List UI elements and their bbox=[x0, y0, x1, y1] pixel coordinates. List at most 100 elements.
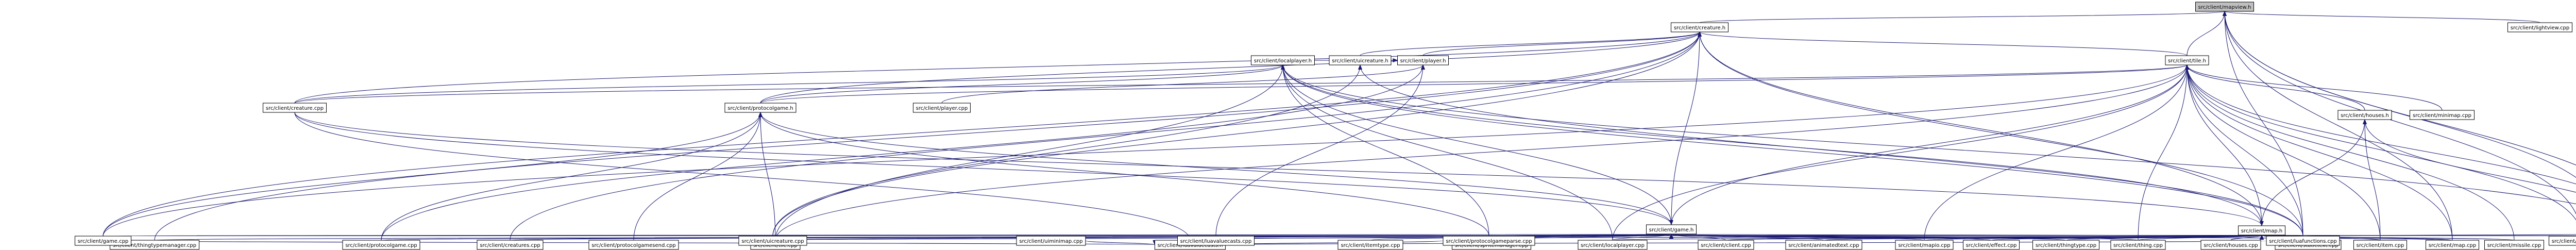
edge-tile-h-to-localplayer-cpp bbox=[1612, 64, 2189, 241]
edge-creature-h-to-game-cpp bbox=[103, 31, 1702, 237]
edge-mapview-h-to-map-cpp bbox=[2223, 11, 2453, 241]
edge-map-h-to-creature-cpp bbox=[294, 112, 2264, 226]
node-label: src/client/luavaluecasts.cpp bbox=[1180, 239, 1252, 244]
edge-tile-h-to-game-cpp bbox=[103, 64, 2189, 237]
edge-localplayer-h-to-luafunctions-cpp bbox=[1281, 64, 2303, 237]
node-localplayer-h[interactable]: src/client/localplayer.h bbox=[1251, 55, 1315, 65]
edge-protocolgame-h-to-tile-cpp bbox=[758, 112, 776, 241]
edge-tile-h-to-thing-cpp bbox=[2138, 64, 2189, 241]
node-box bbox=[2410, 110, 2475, 120]
node-luavaluecasts-cpp[interactable]: src/client/luavaluecasts.cpp bbox=[1177, 236, 1255, 246]
node-label: src/client/houses.cpp bbox=[2204, 243, 2258, 248]
node-uicreature-cpp[interactable]: src/client/uicreature.cpp bbox=[738, 236, 807, 246]
edge-houses-h-to-map-h bbox=[2261, 119, 2367, 226]
node-minimap-cpp[interactable]: src/client/minimap.cpp bbox=[2410, 110, 2475, 120]
node-box bbox=[2195, 2, 2254, 12]
edge-creature-h-to-game-h bbox=[1671, 31, 1702, 225]
edge-creature-h-to-uicreature-cpp bbox=[772, 31, 1702, 237]
node-player-h[interactable]: src/client/player.h bbox=[1397, 55, 1449, 65]
node-box bbox=[2266, 236, 2340, 246]
node-luafunctions-cpp[interactable]: src/client/luafunctions.cpp bbox=[2266, 236, 2340, 246]
node-animatedtext-cpp[interactable]: src/client/animatedtext.cpp bbox=[1785, 240, 1862, 250]
node-box bbox=[2549, 236, 2576, 246]
node-itemtype-cpp[interactable]: src/client/itemtype.cpp bbox=[1337, 240, 1403, 250]
node-box bbox=[1016, 236, 1086, 246]
node-label: src/client/mapio.cpp bbox=[1898, 243, 1950, 248]
node-thing-cpp[interactable]: src/client/thing.cpp bbox=[2110, 240, 2166, 250]
node-creatures-cpp[interactable]: src/client/creatures.cpp bbox=[477, 240, 544, 250]
edge-tile-h-to-protocolgame-h bbox=[760, 64, 2189, 104]
node-label: src/client/player.cpp bbox=[916, 106, 968, 111]
node-item-cpp[interactable]: src/client/item.cpp bbox=[2353, 240, 2407, 250]
edge-creature-h-to-luafunctions-cpp bbox=[1698, 31, 2303, 237]
edge-creature-h-to-creatures-cpp bbox=[510, 31, 1702, 241]
node-creature-cpp[interactable]: src/client/creature.cpp bbox=[263, 103, 327, 113]
node-houses-cpp[interactable]: src/client/houses.cpp bbox=[2200, 240, 2261, 250]
node-box bbox=[342, 240, 420, 250]
node-box bbox=[1578, 240, 1648, 250]
edge-localplayer-h-to-tile-cpp bbox=[775, 64, 1285, 241]
edge-mapview-h-to-uimap-h bbox=[2223, 11, 2576, 178]
node-protocolgamesend-cpp[interactable]: src/client/protocolgamesend.cpp bbox=[588, 240, 679, 250]
node-box bbox=[1646, 224, 1697, 235]
edge-tile-h-to-mapio-cpp bbox=[1924, 64, 2189, 241]
node-lightview-cpp[interactable]: src/client/lightview.cpp bbox=[2507, 22, 2572, 32]
node-game-h[interactable]: src/client/game.h bbox=[1646, 224, 1697, 235]
node-thingtype-cpp[interactable]: src/client/thingtype.cpp bbox=[2032, 240, 2099, 250]
node-label: src/client/thingtypemanager.cpp bbox=[113, 243, 196, 248]
edge-uimap-h-to-luafunctions-cpp bbox=[2302, 234, 2576, 237]
node-tile-h[interactable]: src/client/tile.h bbox=[2165, 55, 2209, 65]
node-map-cpp[interactable]: src/client/map.cpp bbox=[2426, 240, 2479, 250]
node-box bbox=[2426, 240, 2479, 250]
edge-creature-h-to-creature-cpp bbox=[294, 31, 1702, 104]
node-mapview-h: src/client/mapview.h bbox=[2195, 2, 2254, 12]
edge-creature-h-to-map-h bbox=[1698, 31, 2262, 226]
edge-tile-h-to-houses-h bbox=[2185, 64, 2365, 111]
node-player-cpp[interactable]: src/client/player.cpp bbox=[913, 103, 971, 113]
node-box bbox=[1785, 240, 1862, 250]
edge-player-h-to-player-cpp bbox=[941, 64, 1425, 104]
edge-mapview-h-to-tile-h bbox=[2187, 11, 2227, 56]
edge-creature-h-to-uicreature-h bbox=[1360, 31, 1702, 56]
edge-tile-h-to-creature-cpp bbox=[294, 64, 2189, 104]
node-box bbox=[1698, 240, 1754, 250]
node-box bbox=[724, 103, 796, 113]
node-label: src/client/protocolgamesend.cpp bbox=[591, 243, 675, 248]
node-map-h[interactable]: src/client/map.h bbox=[2238, 225, 2285, 236]
node-label: src/client/creature.h bbox=[1674, 25, 1725, 31]
node-protocolgame-cpp[interactable]: src/client/protocolgame.cpp bbox=[342, 240, 420, 250]
node-protocolgame-h[interactable]: src/client/protocolgame.h bbox=[724, 103, 796, 113]
node-mapio-cpp[interactable]: src/client/mapio.cpp bbox=[1895, 240, 1954, 250]
edge-tile-h-to-luafunctions-cpp bbox=[2185, 64, 2303, 237]
node-box bbox=[1671, 22, 1728, 32]
node-mapview-cpp[interactable]: src/client/mapview.cpp bbox=[2549, 236, 2576, 246]
node-uicreature-h[interactable]: src/client/uicreature.h bbox=[1329, 55, 1392, 65]
node-missile-cpp[interactable]: src/client/missile.cpp bbox=[2484, 240, 2544, 250]
node-uiminimap-cpp[interactable]: src/client/uiminimap.cpp bbox=[1016, 236, 1086, 246]
node-box bbox=[2032, 240, 2099, 250]
node-label: src/client/minimap.cpp bbox=[2413, 113, 2471, 119]
node-label: src/client/lightview.cpp bbox=[2511, 25, 2569, 31]
node-label: src/client/itemtype.cpp bbox=[1341, 243, 1400, 248]
node-protocolgameparse-cpp[interactable]: src/client/protocolgameparse.cpp bbox=[1443, 236, 1535, 246]
node-game-cpp[interactable]: src/client/game.cpp bbox=[75, 236, 131, 246]
node-creature-h[interactable]: src/client/creature.h bbox=[1671, 22, 1728, 32]
node-label: src/client/uiminimap.cpp bbox=[1019, 239, 1082, 244]
node-houses-h[interactable]: src/client/houses.h bbox=[2337, 110, 2392, 120]
node-label: src/client/map.cpp bbox=[2429, 243, 2476, 248]
node-label: src/client/thingtype.cpp bbox=[2036, 243, 2096, 248]
node-box bbox=[1337, 240, 1403, 250]
edge-luavaluecasts-h-to-creature-cpp bbox=[294, 112, 1192, 241]
edge-creature-h-to-protocolgame-h bbox=[760, 31, 1702, 104]
node-box bbox=[588, 240, 679, 250]
node-label: src/client/game.h bbox=[1649, 227, 1694, 233]
node-localplayer-cpp[interactable]: src/client/localplayer.cpp bbox=[1578, 240, 1648, 250]
edge-tile-h-to-game-h bbox=[1671, 64, 2189, 225]
node-label: src/client/protocolgameparse.cpp bbox=[1446, 239, 1532, 244]
node-box bbox=[477, 240, 544, 250]
edge-localplayer-h-to-game-h bbox=[1281, 64, 1672, 225]
edge-protocolgame-h-to-game-cpp bbox=[103, 112, 762, 237]
node-client-cpp[interactable]: src/client/client.cpp bbox=[1698, 240, 1754, 250]
edge-localplayer-h-to-protocolgameparse-cpp bbox=[1281, 64, 1489, 237]
node-effect-cpp[interactable]: src/client/effect.cpp bbox=[1963, 240, 2020, 250]
